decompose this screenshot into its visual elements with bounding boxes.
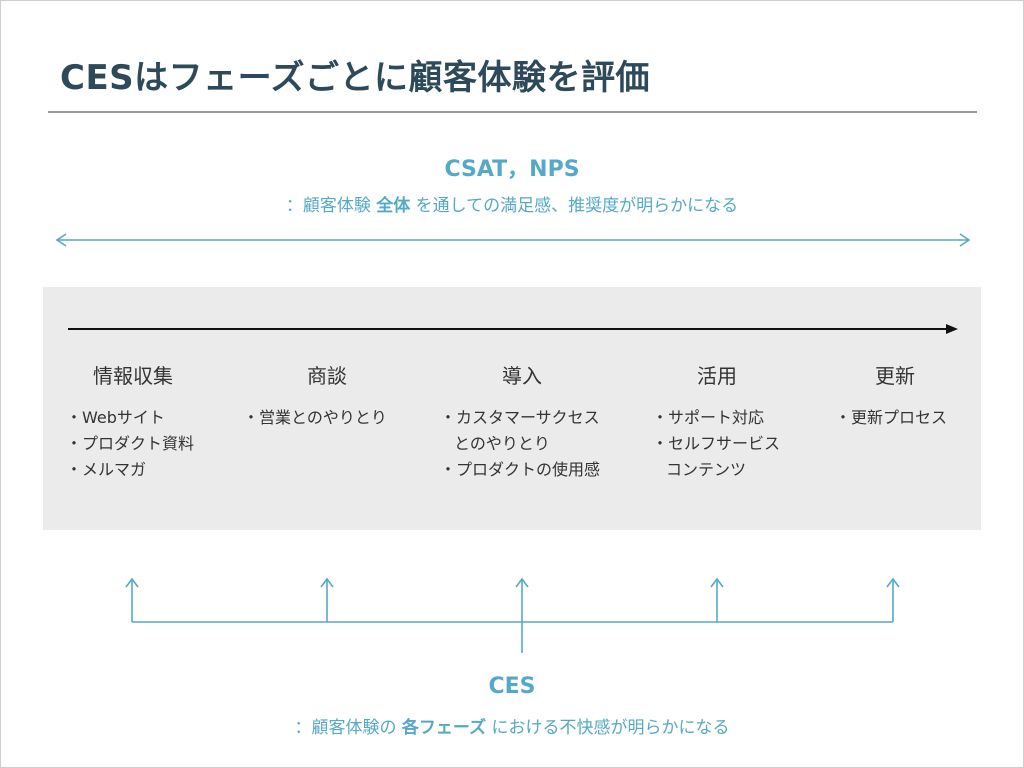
ces-title: CES (488, 674, 536, 699)
phase-name-negotiation: 商談 (307, 364, 347, 388)
phase-items-onboarding: ・カスタマーサクセス とのやりとり ・プロダクトの使用感 (440, 405, 600, 483)
ces-sub-strong: 各フェーズ (401, 718, 487, 738)
phase-name-onboarding: 導入 (502, 364, 542, 388)
ces-description: ：顧客体験の 各フェーズ における不快感が明らかになる (0, 713, 1024, 738)
list-item: ・セルフサービス コンテンツ (652, 434, 781, 479)
csat-double-arrow (55, 233, 971, 247)
phase-items-renewal: ・更新プロセス (835, 405, 947, 431)
list-item: ・プロダクトの使用感 (440, 460, 601, 479)
list-item: ・Webサイト (66, 408, 165, 427)
ces-sub-prefix: ：顧客体験の (294, 718, 397, 738)
slide-title: CESはフェーズごとに顧客体験を評価 (60, 58, 650, 98)
list-item: ・営業とのやりとり (243, 408, 387, 427)
ces-sub-suffix: における不快感が明らかになる (491, 718, 730, 738)
phase-items-info: ・Webサイト ・プロダクト資料 ・メルマガ (66, 405, 194, 483)
list-item: ・カスタマーサクセス とのやりとり (440, 408, 600, 453)
phase-name-info: 情報収集 (93, 364, 173, 388)
csat-sub-prefix: ：顧客体験 (285, 196, 371, 216)
ces-bracket (125, 577, 900, 653)
csat-nps-description: ：顧客体験 全体 を通しての満足感、推奨度が明らかになる (0, 191, 1024, 216)
phase-items-usage: ・サポート対応 ・セルフサービス コンテンツ (652, 405, 780, 483)
list-item: ・プロダクト資料 (66, 434, 195, 453)
journey-panel (43, 287, 981, 530)
list-item: ・更新プロセス (835, 408, 948, 427)
csat-sub-suffix: を通しての満足感、推奨度が明らかになる (415, 196, 739, 216)
csat-nps-title: CSAT，NPS (444, 157, 580, 182)
phase-name-usage: 活用 (697, 364, 737, 388)
csat-sub-strong: 全体 (376, 196, 411, 216)
title-divider (48, 111, 977, 113)
timeline-arrow (68, 324, 958, 334)
list-item: ・サポート対応 (652, 408, 765, 427)
list-item: ・メルマガ (66, 460, 147, 479)
phase-items-negotiation: ・営業とのやりとり (243, 405, 387, 431)
phase-name-renewal: 更新 (875, 364, 915, 388)
